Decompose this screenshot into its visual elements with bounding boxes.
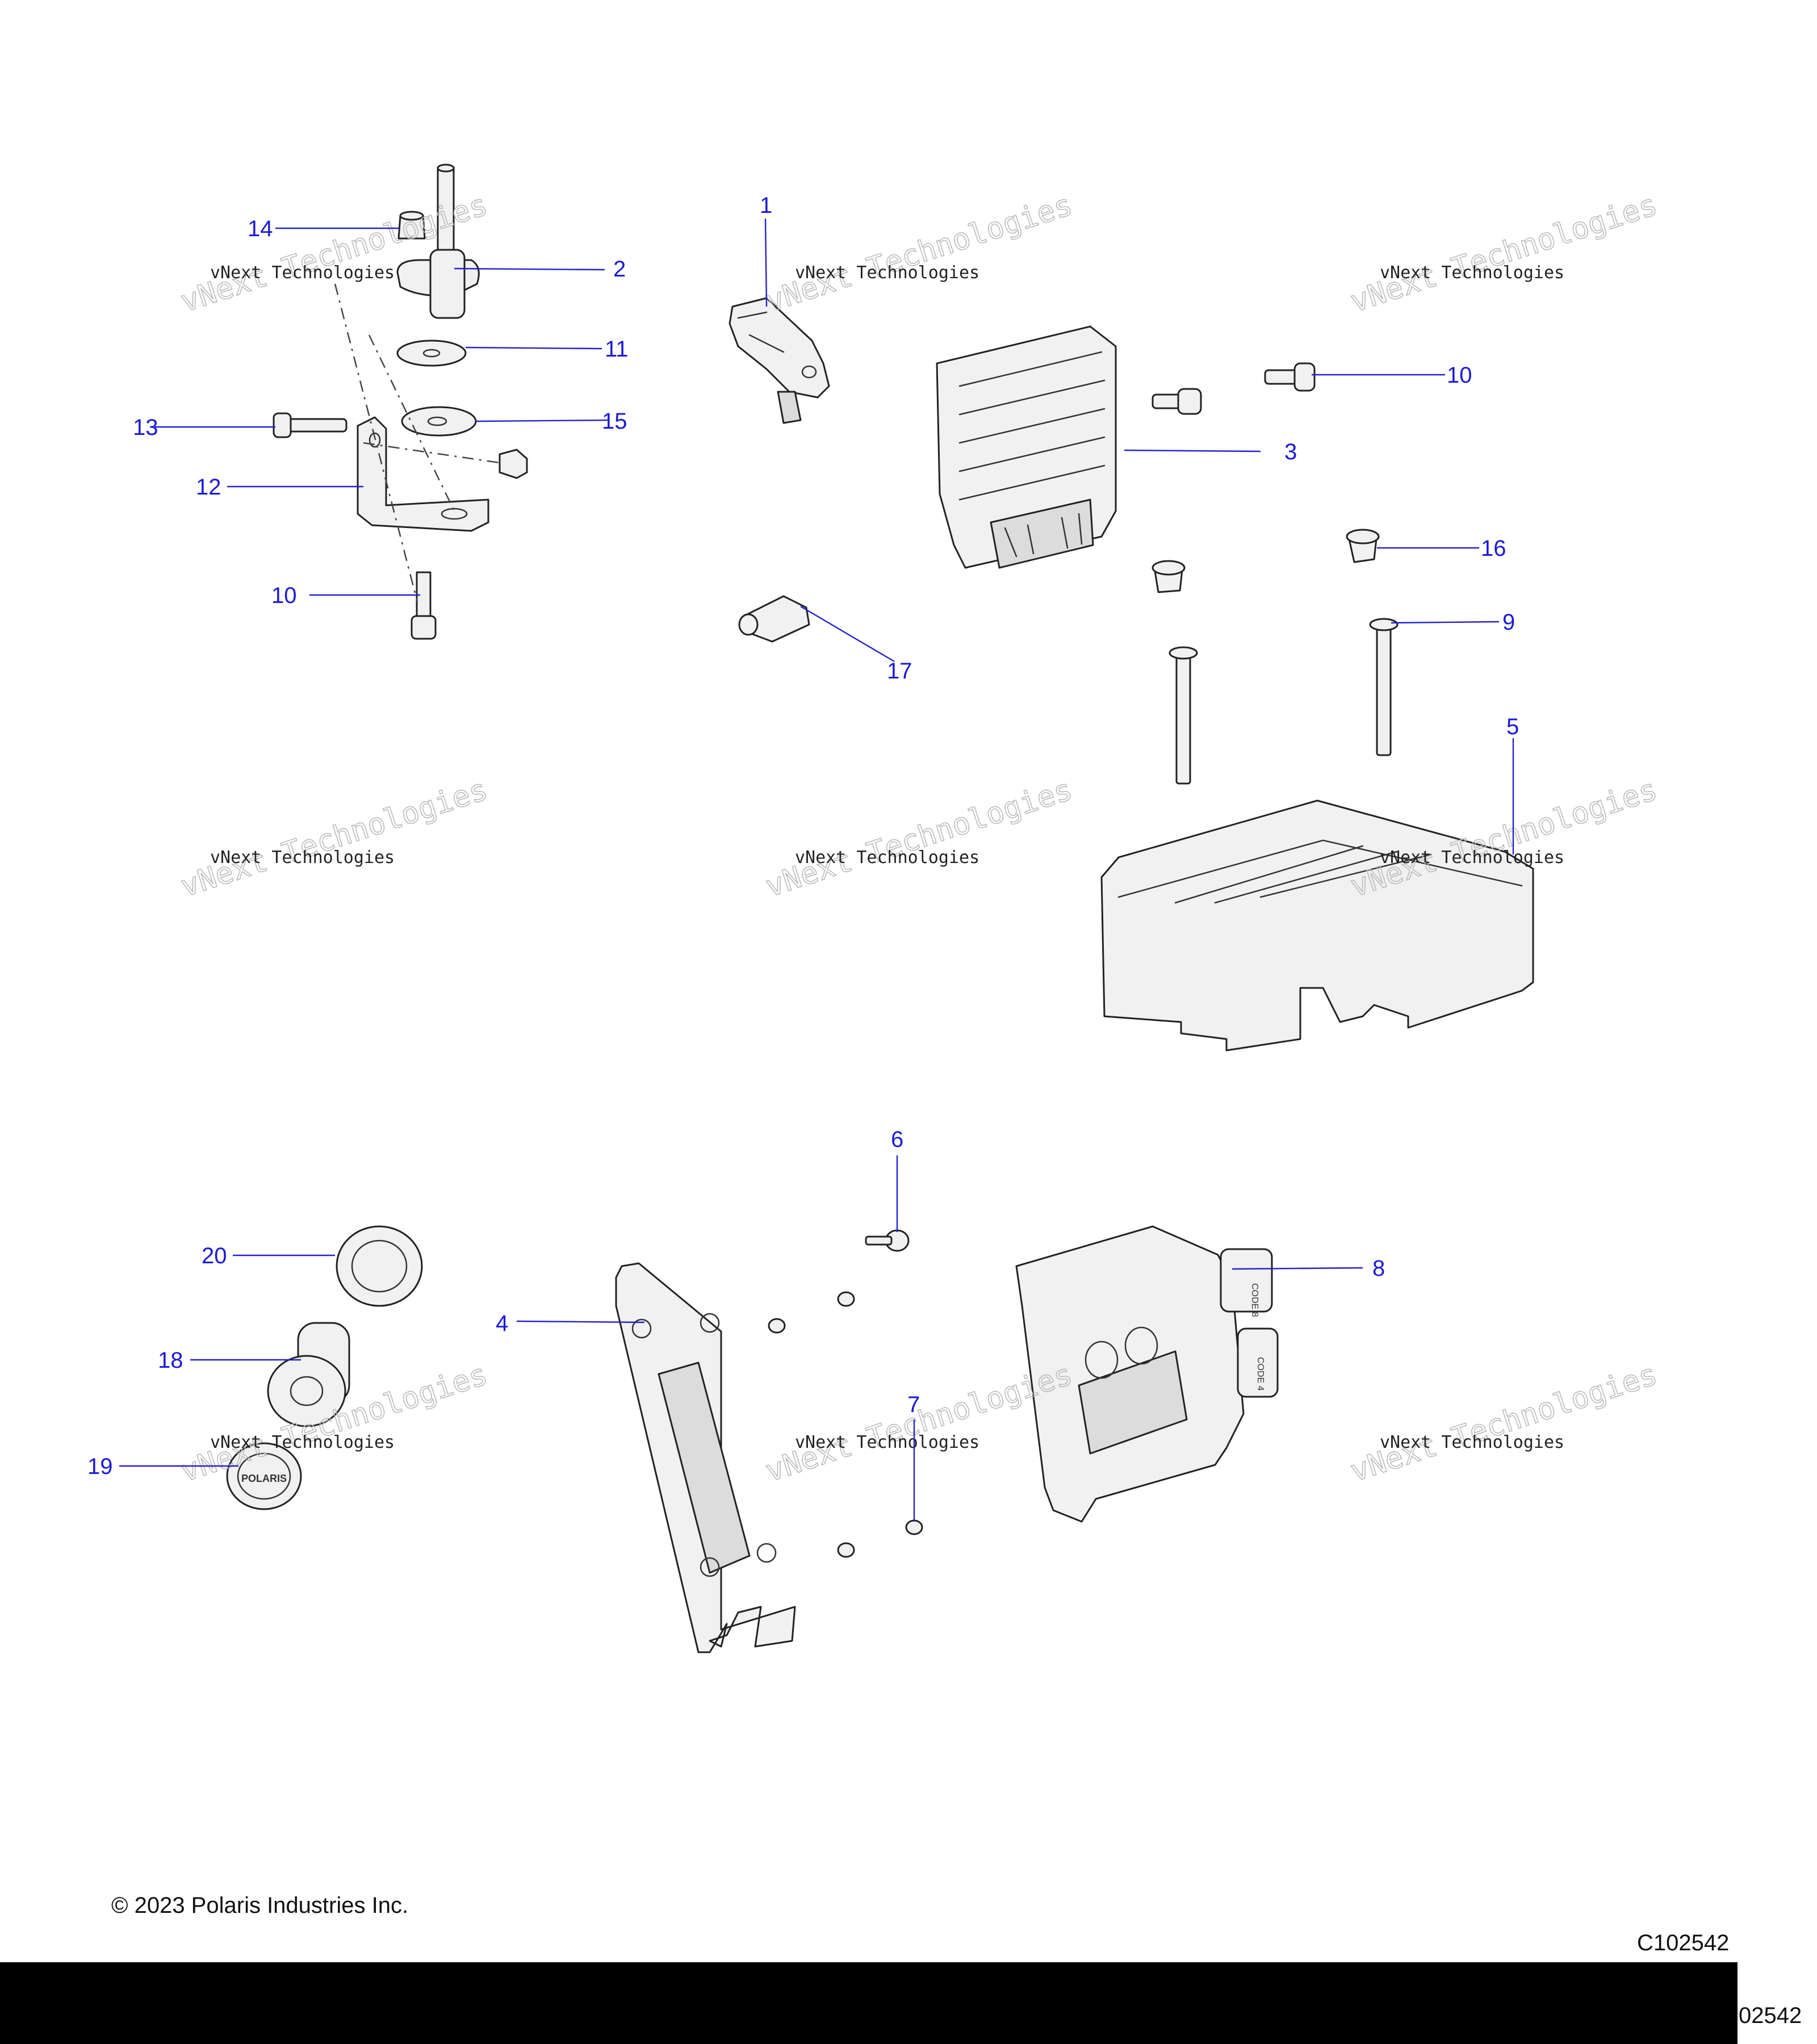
part-1-map-sensor [729,297,830,424]
part-11-gasket [396,340,467,367]
watermark: vNext Technologies vNext Technologies [176,772,492,904]
figure-id: C102542 [1637,1930,1730,1955]
leader-17 [800,605,895,663]
part-4-mounting-plate [615,1262,796,1653]
svg-text:vNext Technologies: vNext Technologies [1380,263,1564,283]
ecu-code-label-2: CODE 4 [1255,1357,1265,1391]
callout-1: 1 [760,193,772,218]
leader-11 [465,346,602,350]
callout-13: 13 [133,415,158,440]
part-10-bolt-lower [411,571,437,640]
callout-9: 9 [1502,610,1515,635]
leader-1 [764,218,768,307]
watermark: vNext Technologies vNext Technologies [761,187,1077,320]
part-18-fitting [267,1322,350,1427]
svg-text:vNext Technologies: vNext Technologies [1380,1433,1564,1452]
part-20-lock-ring [336,1225,423,1307]
leader-lines [119,218,1514,1522]
grommet [1152,560,1186,593]
svg-text:vNext Technologies: vNext Technologies [761,773,1076,904]
svg-text:vNext Technologies: vNext Technologies [210,848,395,868]
svg-text:vNext Technologies: vNext Technologies [795,1433,979,1452]
callout-18: 18 [158,1348,183,1373]
part-3-voltage-regulator [936,325,1117,569]
part-19-cap: POLARIS [226,1442,302,1510]
svg-text:vNext Technologies: vNext Technologies [210,1433,395,1452]
watermark: vNext Technologies vNext Technologies [761,1357,1077,1489]
copyright-notice: © 2023 Polaris Industries Inc. [111,1893,409,1918]
assembly-centerline [368,334,455,512]
leader-9 [1391,621,1500,624]
assembly-centerline [334,283,418,602]
regulator-bolt [1152,388,1202,415]
callout-6: 6 [891,1127,903,1152]
callout-3: 3 [1284,439,1297,464]
callout-20: 20 [202,1243,227,1268]
ecu-code-label-1: CODE 8 [1250,1283,1259,1317]
part-8-ecu: CODE 8 CODE 4 [1015,1225,1279,1523]
svg-text:vNext Technologies: vNext Technologies [1346,188,1661,319]
callout-17: 17 [887,659,912,684]
callout-2: 2 [613,257,626,282]
part-6-pushpin [865,1229,910,1252]
callout-15: 15 [602,409,627,434]
cap-logo-text: POLARIS [241,1473,287,1484]
svg-text:vNext Technologies: vNext Technologies [795,263,979,283]
callout-numbers: 1 2 3 4 5 6 7 8 9 10 10 11 12 13 14 15 1… [87,193,1519,1479]
svg-text:vNext Technologies: vNext Technologies [210,263,395,283]
callout-5: 5 [1506,714,1519,739]
watermark: vNext Technologies vNext Technologies [761,772,1077,904]
leader-2 [454,267,605,271]
part-16-grommet [1346,529,1380,563]
leader-8 [1232,1267,1363,1270]
leader-15 [475,419,608,422]
part-17-sensor [738,595,810,643]
svg-text:vNext Technologies: vNext Technologies [761,1358,1076,1489]
part-2-sensor [396,164,480,319]
part-15-gasket [401,406,477,437]
callout-12: 12 [196,475,221,500]
svg-text:vNext Technologies: vNext Technologies [761,188,1076,319]
watermark: vNext Technologies vNext Technologies [1346,187,1661,320]
svg-text:vNext Technologies: vNext Technologies [177,773,491,904]
callout-10-lower: 10 [271,583,297,608]
callout-4: 4 [496,1311,508,1336]
callout-10-upper: 10 [1447,363,1472,388]
figure-id-partial: 02542 [1739,2003,1802,2028]
callout-7: 7 [907,1392,920,1417]
part-14-nut [397,211,426,240]
part-5-cover [1100,799,1534,1052]
callout-19: 19 [87,1454,113,1479]
callout-8: 8 [1372,1256,1385,1281]
bracket-nut [499,449,528,479]
leader-3 [1124,449,1261,453]
part-9-long-bolt [1369,618,1399,756]
long-bolt [1169,646,1198,785]
callout-16: 16 [1481,536,1506,561]
callout-14: 14 [248,216,273,241]
part-7-screws [768,1291,923,1558]
part-12-bracket [357,416,489,532]
svg-text:vNext Technologies: vNext Technologies [1346,1358,1661,1489]
svg-text:vNext Technologies: vNext Technologies [795,848,979,868]
part-10-bolt-upper [1264,362,1316,392]
assembly-centerline [363,442,500,464]
callout-11: 11 [605,337,629,362]
leader-4 [516,1320,645,1323]
black-bar [0,1962,1738,2044]
part-13-bolt [273,412,348,438]
svg-text:vNext Technologies: vNext Technologies [1380,848,1564,868]
watermark: vNext Technologies vNext Technologies [1346,1357,1661,1489]
